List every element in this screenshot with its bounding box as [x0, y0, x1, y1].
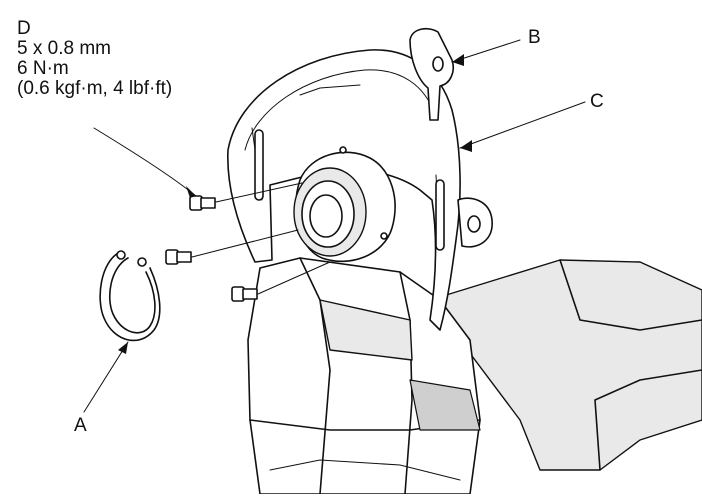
bolt-size: 5 x 0.8 mm	[17, 38, 111, 59]
leader-a	[83, 341, 129, 413]
bearing-bore	[309, 194, 343, 238]
bolt-2	[165, 249, 192, 265]
knuckle-assembly	[247, 257, 702, 495]
label-d: D	[17, 18, 31, 39]
shield-slot-left	[254, 129, 264, 201]
strut-flange	[319, 299, 413, 361]
knuckle-arm	[409, 27, 493, 248]
torque-alt: (0.6 kgf·m, 4 lbf·ft)	[17, 78, 173, 99]
bolt-1	[189, 195, 216, 211]
bolt-group	[165, 182, 331, 302]
leader-d	[93, 127, 197, 197]
axle-housing	[429, 259, 702, 471]
spec-callout: D 5 x 0.8 mm 6 N·m (0.6 kgf·m, 4 lbf·ft)	[17, 19, 172, 99]
hub-bearing	[293, 146, 396, 263]
torque-nm: 6 N·m	[17, 58, 69, 79]
label-c: C	[590, 91, 604, 112]
arm-hole	[432, 56, 444, 72]
strut-side	[409, 379, 481, 431]
snap-ring	[99, 250, 161, 342]
upper-arm	[409, 27, 455, 121]
shield-slot-right	[435, 179, 445, 251]
leader-lines	[83, 39, 586, 413]
leader-c	[459, 101, 586, 149]
label-b: B	[528, 27, 541, 48]
label-a: A	[74, 415, 87, 436]
bolt-3	[231, 286, 258, 302]
